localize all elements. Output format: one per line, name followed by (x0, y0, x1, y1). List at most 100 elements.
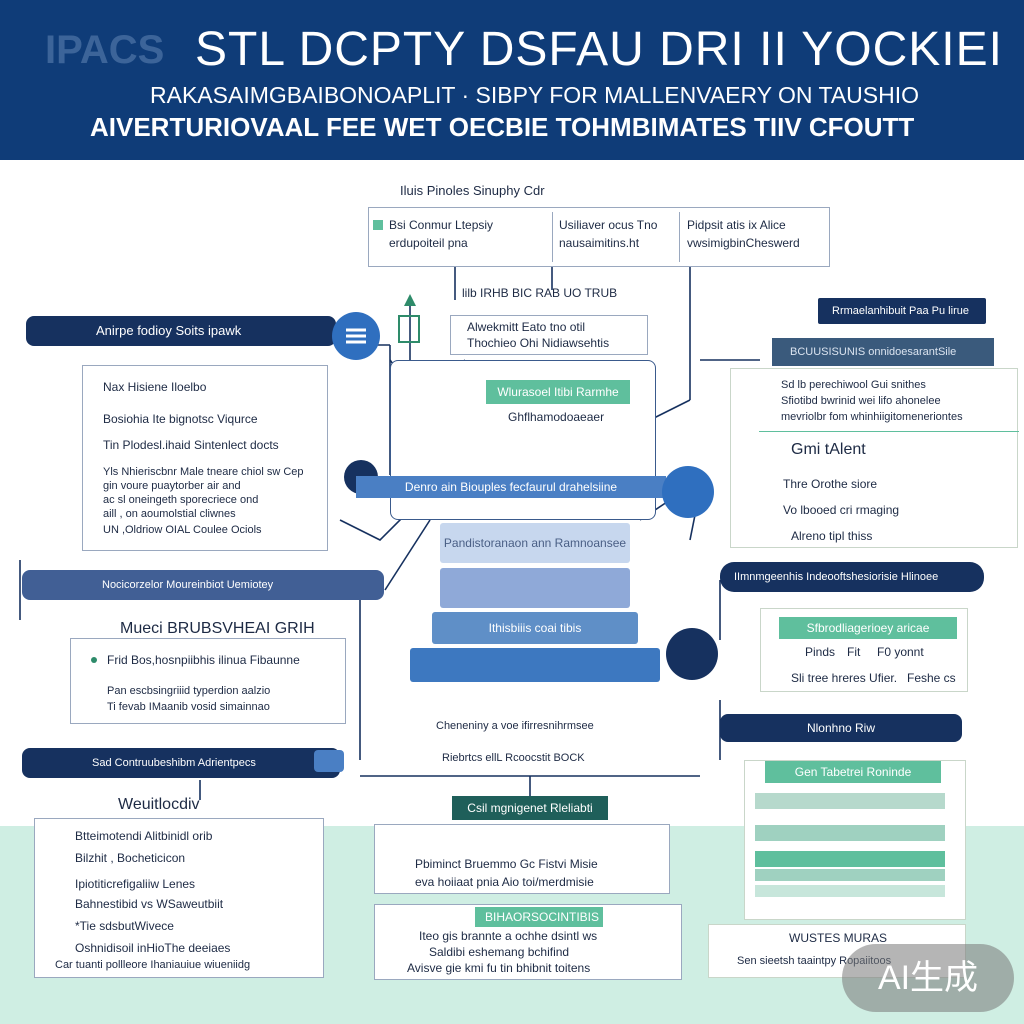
center-caption-2: Riebrtcs ellL Rcoocstit BOCK (442, 752, 585, 764)
layer-4 (410, 648, 660, 682)
bullet-icon (373, 220, 383, 230)
left-panel-2: Frid Bos,hosnpiibhis ilinua Fibaunne Pan… (70, 638, 346, 724)
right-panel-2: Sfbrodliagerioey aricae Pinds Fit F0 yon… (760, 608, 968, 692)
panel-line: UN ,Oldriow OIAL Coulee Ociols (103, 524, 262, 536)
top-cell-2-line1: Usiliaver ocus Tno (559, 218, 658, 232)
left-panel-1: Nax Hisiene Iloelbo Bosiohia Ite bignots… (82, 365, 328, 551)
right-panel-1: Sd lb perechiwool Gui snithes Sfiotibd b… (730, 368, 1019, 548)
center-blue-bar: Denro ain Biouples fecfaurul drahelsiine (356, 476, 666, 498)
top-cell-3-line2: vwsimigbinCheswerd (687, 236, 800, 250)
panel-line: ac sl oneingeth sporecriece ond (103, 494, 259, 506)
panel-line: Car tuanti pollleore Ihaniauiue wiueniid… (55, 959, 251, 971)
divider (679, 212, 680, 262)
top-cell-3: Pidpsit atis ix Alice vwsimigbinCheswerd (687, 212, 827, 262)
center-teal-bar: Wlurasoel Itibi Rarmhe (486, 380, 630, 404)
panel-line: Sd lb perechiwool Gui snithes (781, 379, 926, 391)
center-bottom-2-header: BIHAORSOCINTIBIS (475, 907, 603, 927)
panel-line: Ipiotiticrefigaliiw Lenes (75, 877, 196, 891)
panel-line: Frid Bos,hosnpiibhis ilinua Fibaunne (107, 653, 300, 667)
right-panel-2-header: Sfbrodliagerioey aricae (779, 617, 957, 639)
page-subtitle-2: AIVERTURIOVAAL FEE WET OECBIE TOHMBIMATE… (90, 112, 915, 142)
center-caption-1: Cheneniny a voe ifirresnihrmsee (436, 720, 594, 732)
left-bar-2: Sad Contruubeshibm Adrientpecs (22, 748, 340, 778)
list-item (755, 825, 945, 841)
list-item: Alreno tipl thiss (791, 529, 873, 543)
list-item (755, 869, 945, 881)
settings-icon (666, 628, 718, 680)
center-bottom-2: BIHAORSOCINTIBIS Iteo gis brannte a ochh… (374, 904, 682, 980)
table-cell: Feshe cs (907, 671, 956, 685)
panel-line: Nax Hisiene Iloelbo (103, 380, 207, 394)
list-item (755, 851, 945, 867)
center-bottom-1-header: Csil mgnigenet Rleliabti (452, 796, 608, 820)
table-cell: Fit (847, 645, 861, 659)
list-icon (332, 312, 380, 360)
panel-line: Alwekmitt Eato tno otil (467, 320, 586, 334)
top-caption: Iluis Pinoles Sinuphy Cdr (400, 183, 545, 198)
page-subtitle: RAKASAIMGBAIBONOAPLIT · SIBPY FOR MALLEN… (150, 82, 920, 108)
panel-line: eva hoiiaat pnia Aio toi/merdmisie (415, 875, 594, 889)
left-panel-3: Btteimotendi Alitbinidl orib Bilzhit , B… (34, 818, 324, 978)
table-cell: Pinds (805, 645, 836, 659)
top-cell-3-line1: Pidpsit atis ix Alice (687, 218, 786, 232)
top-cell-1-line2: erdupoiteil pna (389, 236, 468, 250)
panel-line: Bahnestibid vs WSaweutbiit (75, 897, 224, 911)
right-tab-top: Rrmaelanhibuit Paa Pu lirue (818, 298, 986, 324)
logo: IPACS (45, 28, 165, 72)
right-panel-1-header: BCUUSISUNIS onnidoesarantSile (772, 338, 994, 366)
layer-1: Pandistoranaon ann Ramnoansee (440, 523, 630, 563)
panel-line: Sfiotibd bwrinid wei lifo ahonelee (781, 395, 941, 407)
flow-caption: lilb IRHB BIC RAB UO TRUB (462, 286, 618, 300)
right-panel-3: Gen Tabetrei Roninde (744, 760, 966, 920)
panel-line: Bilzhit , Bocheticicon (75, 851, 186, 865)
layer-3: Ithisbiiis coai tibis (432, 612, 638, 644)
hand-icon (662, 466, 714, 518)
list-item: Thre Orothe siore (783, 477, 878, 491)
building-icon (398, 315, 420, 343)
panel-line: aill , on aoumolstial cliwnes (103, 508, 236, 520)
left-bar: Nocicorzelor Moureinbiot Uemiotey (22, 570, 384, 600)
panel-line: mevriolbr fom whinhiigitomeneriontes (781, 411, 963, 423)
right-section-title: Gmi tAlent (791, 441, 866, 458)
card-icon (314, 750, 344, 772)
panel-line: Thochieo Ohi Nidiawsehtis (467, 336, 610, 350)
bullet-icon (91, 657, 97, 663)
list-item: Vo lbooed cri rmaging (783, 503, 900, 517)
right-bar: IImnmgeenhis Indeooftshesiorisie Hlinoee (720, 562, 984, 592)
divider (759, 431, 1019, 432)
panel-line: Pbiminct Bruemmo Gc Fistvi Misie (415, 857, 598, 871)
center-box: Alwekmitt Eato tno otil Thochieo Ohi Nid… (450, 315, 648, 355)
panel-line: WUSTES MURAS (789, 931, 888, 945)
top-cell-2-line2: nausaimitins.ht (559, 236, 640, 250)
panel-line: Tin Plodesl.ihaid Sintenlect docts (103, 438, 279, 452)
panel-line: Ti fevab IMaanib vosid simainnao (107, 701, 270, 713)
ai-generated-watermark: AI生成 (842, 944, 1014, 1012)
top-table: Bsi Conmur Ltepsiy erdupoiteil pna Usili… (368, 207, 830, 267)
panel-line: Btteimotendi Alitbinidl orib (75, 829, 213, 843)
table-cell: Sli tree hreres Ufier. (791, 671, 898, 685)
left-panel-1-header: Anirpe fodioy Soits ipawk (26, 316, 336, 346)
panel-line: Saldibi eshemang bchifind (429, 945, 570, 959)
panel-line: gin voure puaytorber air and (103, 480, 241, 492)
right-panel-3-header: Gen Tabetrei Roninde (765, 761, 941, 783)
panel-line: Pan escbsingriiid typerdion aalzio (107, 685, 271, 697)
top-cell-2: Usiliaver ocus Tno nausaimitins.ht (559, 212, 679, 262)
panel-line: Bosiohia Ite bignotsc Viqurce (103, 412, 258, 426)
panel-line: Avisve gie kmi fu tin bhibnit toitens (407, 961, 591, 975)
divider (552, 212, 553, 262)
center-sub: Ghflhamodoaeaer (508, 410, 605, 424)
left-panel-2-title: Mueci BRUBSVHEAI GRIH (120, 620, 315, 637)
panel-line: Yls Nhieriscbnr Male tneare chiol sw Cep (103, 466, 304, 478)
list-item (755, 793, 945, 809)
right-bar-2: Nlonhno Riw (720, 714, 962, 742)
panel-line: Oshnidisoil inHioThe deeiaes (75, 941, 231, 955)
top-cell-1: Bsi Conmur Ltepsiy erdupoiteil pna (373, 212, 548, 262)
top-cell-1-line1: Bsi Conmur Ltepsiy (389, 218, 494, 232)
panel-line: *Tie sdsbutWivece (75, 919, 174, 933)
header-banner: IPACS STL DCPTY DSFAU DRI II YOCKIEI RAK… (0, 0, 1024, 160)
left-panel-3-title: Weuitlocdiv (118, 796, 200, 813)
table-cell: F0 yonnt (877, 645, 924, 659)
page-title: STL DCPTY DSFAU DRI II YOCKIEI (195, 23, 1003, 76)
list-item (755, 885, 945, 897)
panel-line: Iteo gis brannte a ochhe dsintl ws (419, 929, 598, 943)
